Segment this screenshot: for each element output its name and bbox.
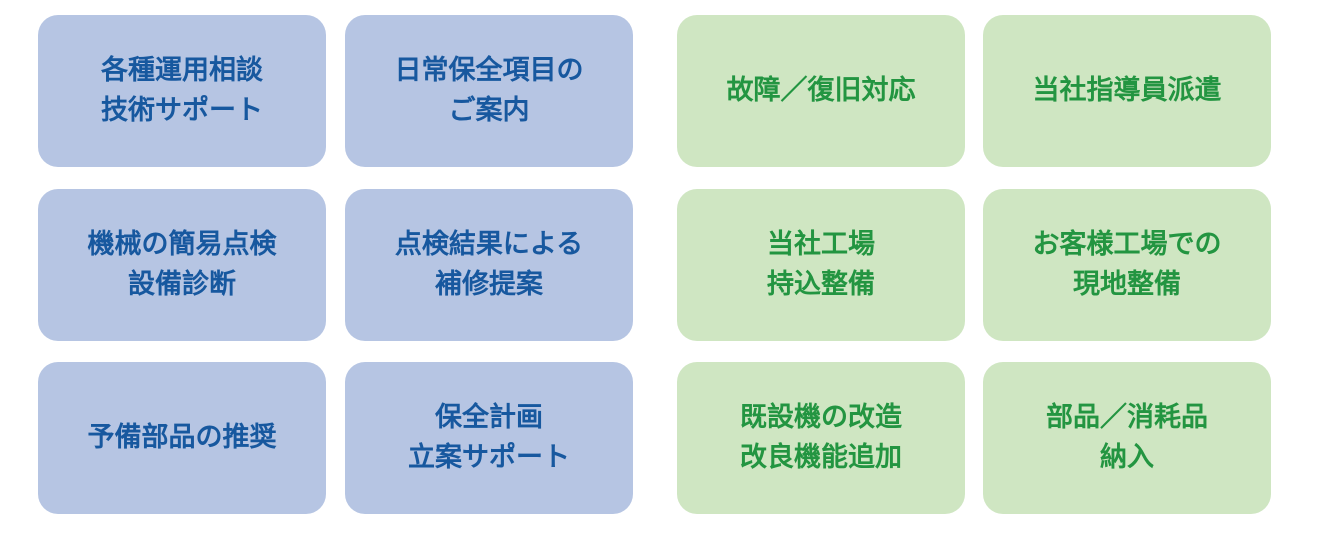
tile-daily-maintenance-guide[interactable]: 日常保全項目の ご案内	[345, 15, 633, 167]
tile-label-line-2: 持込整備	[767, 269, 875, 300]
tile-label-line-1: お客様工場での	[1032, 229, 1222, 260]
tile-label-line-1: 既設機の改造	[740, 402, 902, 433]
tile-label-line-2: 設備診断	[128, 269, 236, 300]
tile-maintenance-planning[interactable]: 保全計画 立案サポート	[345, 362, 633, 514]
tile-label-line-1: 当社指導員派遣	[1032, 75, 1222, 106]
tile-label-line-1: 日常保全項目の	[394, 55, 584, 86]
tile-label-line-2: 補修提案	[435, 269, 543, 300]
tile-failure-recovery[interactable]: 故障／復旧対応	[677, 15, 965, 167]
tile-label-line-1: 点検結果による	[394, 229, 584, 260]
tile-label-line-1: 保全計画	[435, 402, 543, 433]
tile-retrofit[interactable]: 既設機の改造 改良機能追加	[677, 362, 965, 514]
tile-label-line-2: 納入	[1100, 442, 1154, 473]
tile-operation-consulting[interactable]: 各種運用相談 技術サポート	[38, 15, 326, 167]
tile-label-line-2: 改良機能追加	[740, 442, 902, 473]
tile-factory-carry-in[interactable]: 当社工場 持込整備	[677, 189, 965, 341]
tile-label-line-1: 故障／復旧対応	[726, 75, 916, 106]
tile-repair-proposal[interactable]: 点検結果による 補修提案	[345, 189, 633, 341]
tile-label-line-1: 予備部品の推奨	[87, 422, 277, 453]
tile-label-line-1: 機械の簡易点検	[87, 229, 277, 260]
tile-spare-parts-recommendation[interactable]: 予備部品の推奨	[38, 362, 326, 514]
tile-parts-supply[interactable]: 部品／消耗品 納入	[983, 362, 1271, 514]
tile-label-line-1: 各種運用相談	[101, 55, 263, 86]
tile-simple-inspection[interactable]: 機械の簡易点検 設備診断	[38, 189, 326, 341]
tile-label-line-1: 部品／消耗品	[1046, 402, 1208, 433]
tile-instructor-dispatch[interactable]: 当社指導員派遣	[983, 15, 1271, 167]
tile-label-line-2: 技術サポート	[101, 95, 263, 126]
tile-onsite-service[interactable]: お客様工場での 現地整備	[983, 189, 1271, 341]
tile-label-line-2: 立案サポート	[408, 442, 570, 473]
tile-label-line-2: ご案内	[448, 95, 530, 126]
tile-label-line-2: 現地整備	[1073, 269, 1181, 300]
tile-label-line-1: 当社工場	[767, 229, 875, 260]
